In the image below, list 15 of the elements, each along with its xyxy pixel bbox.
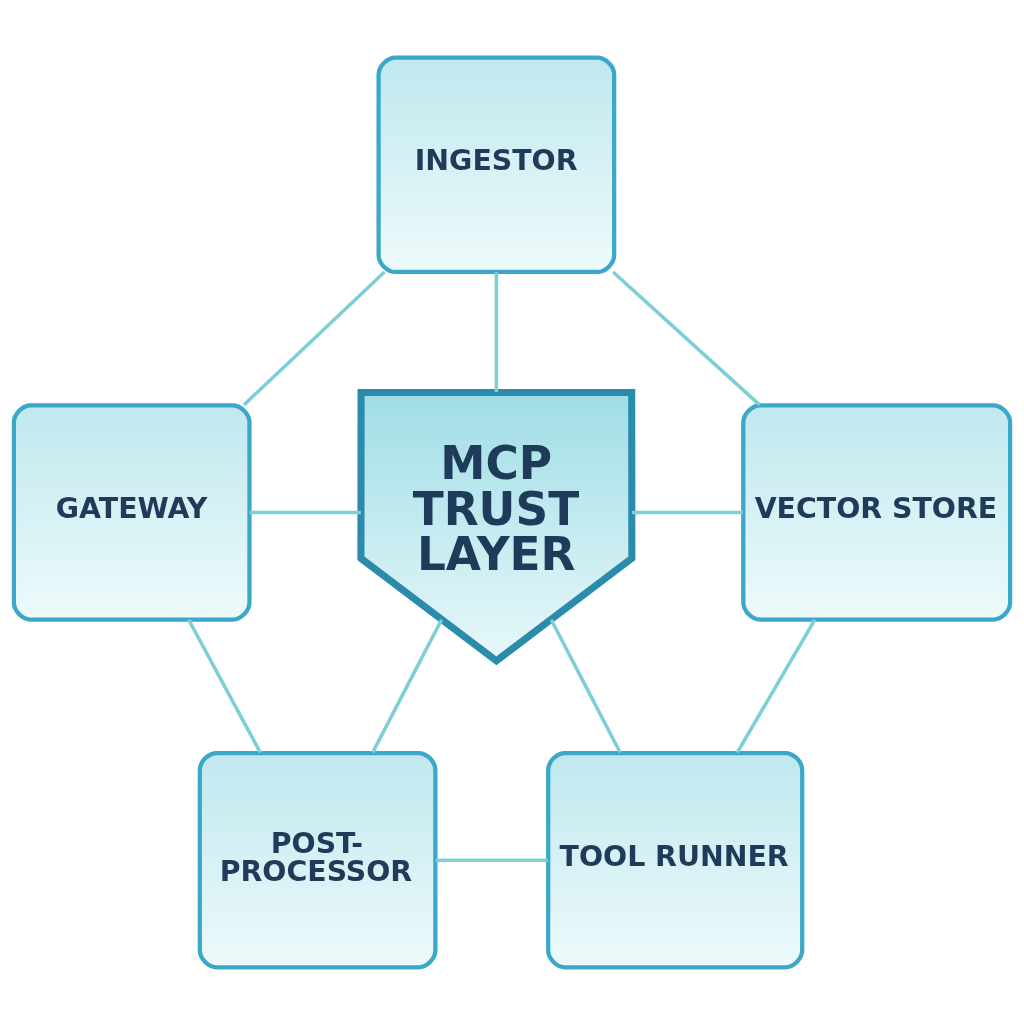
connector: [494, 271, 499, 392]
connector: [249, 510, 361, 514]
connector: [735, 618, 817, 753]
connector: [187, 618, 262, 753]
node-box: POST-PROCESSOR: [197, 750, 438, 969]
connector: [611, 270, 761, 406]
node-box: VECTOR STORE: [741, 402, 1013, 622]
connector: [549, 618, 622, 753]
node-box: TOOL RUNNER: [546, 750, 805, 969]
connector: [435, 857, 548, 862]
node-box: INGESTOR: [376, 55, 617, 274]
connector: [242, 270, 386, 406]
node-box: GATEWAY: [11, 402, 252, 622]
connector: [631, 510, 743, 514]
connector: [371, 618, 444, 753]
